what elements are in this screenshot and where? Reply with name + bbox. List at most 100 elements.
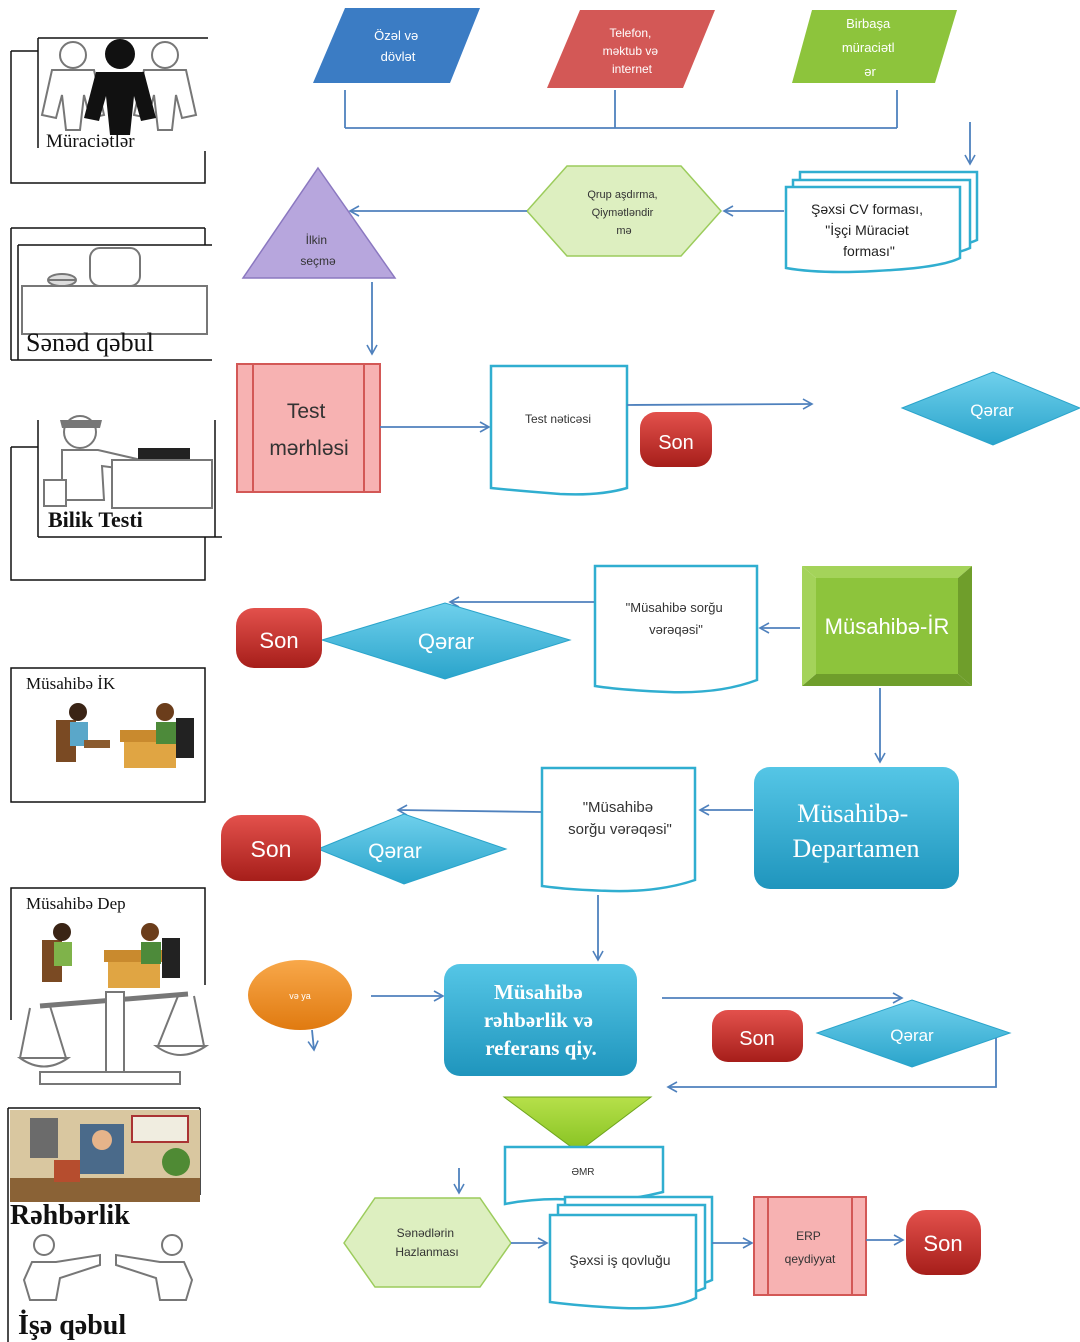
node-test-neticesi[interactable]: Test nəticəsi <box>489 364 629 496</box>
musahibe-ir-label: Müsahibə-İR <box>825 614 950 639</box>
node-telefon[interactable]: Telefon, məktub və internet <box>547 10 715 88</box>
office-scene-icon <box>10 1110 200 1202</box>
sidebar-label-musahibe-dep: Müsahibə Dep <box>26 894 126 913</box>
node-netice-label: Test nəticəsi <box>525 412 591 426</box>
svg-text:Test mərhləsi: Test mərhləsi <box>269 400 348 460</box>
son-3-label: Son <box>251 836 292 862</box>
node-birbasa[interactable]: Birbaşa müraciətl ər <box>792 10 957 83</box>
node-erp-line1: ERP <box>796 1229 821 1243</box>
sidebar-label-ise-qebul: İşə qəbul <box>18 1310 126 1341</box>
node-musahibe-ir[interactable]: Müsahibə-İR <box>802 566 972 686</box>
node-telefon-line2: məktub və <box>603 44 659 58</box>
node-ilkin-line2: seçmə <box>300 254 336 268</box>
teacher-desk-icon <box>43 415 213 509</box>
son-2-label: Son <box>259 628 298 653</box>
node-cv-line1: Şəxsi CV forması, <box>811 201 923 217</box>
sidebar-muraciet: Müraciətlər <box>10 37 208 184</box>
sidebar-label-musahibe-ik: Müsahibə İK <box>26 674 116 693</box>
node-senedler-line1: Sənədlərin <box>397 1226 454 1240</box>
emr-label: ƏMR <box>571 1167 594 1178</box>
sidebar-label-bilik: Bilik Testi <box>48 507 143 532</box>
node-qrup-line3: mə <box>616 225 631 237</box>
node-birbasa-line2: müraciətl <box>842 40 895 55</box>
node-test-line2: mərhləsi <box>269 437 348 460</box>
son-1-label: Son <box>658 432 694 454</box>
node-test-merhlesi[interactable]: Test mərhləsi <box>236 363 381 493</box>
node-emr[interactable]: ƏMR <box>502 1096 665 1206</box>
node-sexsi-is-qovlugu[interactable]: Şəxsi iş qovluğu <box>548 1195 714 1310</box>
svg-text:Müsahibə- Departamen: Müsahibə- Departamen <box>792 799 919 863</box>
node-sorgu-2[interactable]: "Müsahibə sorğu vərəqəsi" <box>540 766 697 893</box>
node-birbasa-line3: ər <box>864 64 876 79</box>
son-5-label: Son <box>923 1231 962 1256</box>
svg-text:Özəl və dövlət: Özəl və dövlət <box>374 28 422 64</box>
node-sorgu2-line1: "Müsahibə <box>583 799 653 816</box>
node-telefon-line3: internet <box>612 62 653 76</box>
svg-text:"Müsahibə sorğu vərəqəsi: "Müsahibə sorğu vərəqəsi" <box>568 799 672 838</box>
node-son-1[interactable]: Son <box>640 412 712 467</box>
node-rehberlik-line2: rəhbərlik və <box>484 1008 593 1032</box>
node-qrup-line2: Qiymətləndir <box>592 207 654 219</box>
node-ilkin-line1: İlkin <box>306 233 327 247</box>
node-ozel-dovlet[interactable]: Özəl və dövlət <box>313 8 480 83</box>
node-sorgu1-line2: vərəqəsi" <box>649 622 703 637</box>
sidebar-senad: Sənəd qəbul <box>10 227 212 361</box>
node-qrup-hexagon[interactable]: Qrup aşdırma, Qiymətləndir mə <box>525 165 723 257</box>
node-test-line1: Test <box>287 400 326 423</box>
node-sorgu1-line1: "Müsahibə sorğu <box>626 600 723 615</box>
arrow-veya-down <box>307 1029 319 1052</box>
qerar-2-label: Qərar <box>418 629 474 654</box>
node-qerar-1[interactable]: Qərar <box>900 371 1080 446</box>
scales-icon <box>16 991 210 1085</box>
arrow-qerar4-loop <box>666 1038 997 1093</box>
node-qerar-4[interactable]: Qərar <box>815 999 1012 1068</box>
node-senedler[interactable]: Sənədlərin Hazlanması <box>343 1197 512 1288</box>
node-birbasa-line1: Birbaşa <box>846 16 891 31</box>
handshake-people-icon <box>22 1234 194 1301</box>
node-sorgu-1[interactable]: "Müsahibə sorğu vərəqəsi" <box>593 564 759 694</box>
node-dep-line2: Departamen <box>792 834 919 863</box>
people-group-icon <box>40 39 198 135</box>
node-veya[interactable]: və ya <box>248 960 352 1030</box>
node-qerar-3[interactable]: Qərar <box>316 813 508 885</box>
son-4-label: Son <box>739 1028 775 1050</box>
veya-label: və ya <box>289 991 311 1001</box>
node-cv-line2: "İşçi Müraciət <box>825 221 909 238</box>
node-sorgu2-line2: sorğu vərəqəsi" <box>568 821 672 838</box>
qerar-4-label: Qərar <box>890 1026 934 1045</box>
sidebar-bilik: Bilik Testi <box>10 415 222 581</box>
node-cv-documents[interactable]: Şəxsi CV forması, "İşçi Müraciət forması… <box>784 170 979 274</box>
sexsi-label: Şəxsi iş qovluğu <box>569 1252 670 1268</box>
arrow-sorgu-to-qerar3 <box>396 804 542 816</box>
svg-text:Şəxsi CV forması, "İşçi: Şəxsi CV forması, "İşçi Müraciət forması… <box>811 201 927 259</box>
node-son-3[interactable]: Son <box>221 815 321 881</box>
arrow-netice-to-qerar <box>626 398 814 410</box>
node-dep-line1: Müsahibə- <box>797 799 908 828</box>
svg-text:"Müsahibə sorğu vərəqəsi: "Müsahibə sorğu vərəqəsi" <box>626 600 727 637</box>
interview-icon <box>56 703 194 768</box>
node-qerar-2[interactable]: Qərar <box>320 602 572 680</box>
node-ozel-line1: Özəl və <box>374 28 418 43</box>
svg-text:Birbaşa müraciətl: Birbaşa müraciətl ər <box>842 16 898 79</box>
svg-text:ERP qeydiyyat: ERP qeydiyyat <box>785 1229 836 1266</box>
qerar-1-label: Qərar <box>970 401 1014 420</box>
node-senedler-line2: Hazlanması <box>395 1245 458 1259</box>
connector-bracket <box>344 90 976 166</box>
node-rehberlik-line3: referans qiy. <box>485 1036 597 1060</box>
svg-text:Müsahibə rəhbərlik və: Müsahibə rəhbərlik və referans qiy. <box>484 980 598 1060</box>
node-rehberlik-referans[interactable]: Müsahibə rəhbərlik və referans qiy. <box>444 964 637 1076</box>
sidebar-musahibe-dep: Müsahibə Dep <box>10 887 210 1085</box>
node-telefon-line1: Telefon, <box>609 26 651 40</box>
svg-text:Qrup aşdırma, Qiymətlənd: Qrup aşdırma, Qiymətləndir mə <box>587 189 660 237</box>
node-erp-qeydiyyat[interactable]: ERP qeydiyyat <box>753 1196 867 1296</box>
node-son-2[interactable]: Son <box>236 608 322 668</box>
node-ilkin-secme[interactable]: İlkin seçmə <box>241 166 397 279</box>
node-son-4[interactable]: Son <box>712 1010 803 1062</box>
node-musahibe-departamen[interactable]: Müsahibə- Departamen <box>754 767 959 889</box>
node-rehberlik-line1: Müsahibə <box>494 980 583 1004</box>
node-erp-line2: qeydiyyat <box>785 1252 836 1266</box>
node-son-5[interactable]: Son <box>906 1210 981 1275</box>
node-ozel-line2: dövlət <box>381 49 416 64</box>
node-qrup-line1: Qrup aşdırma, <box>587 189 657 201</box>
